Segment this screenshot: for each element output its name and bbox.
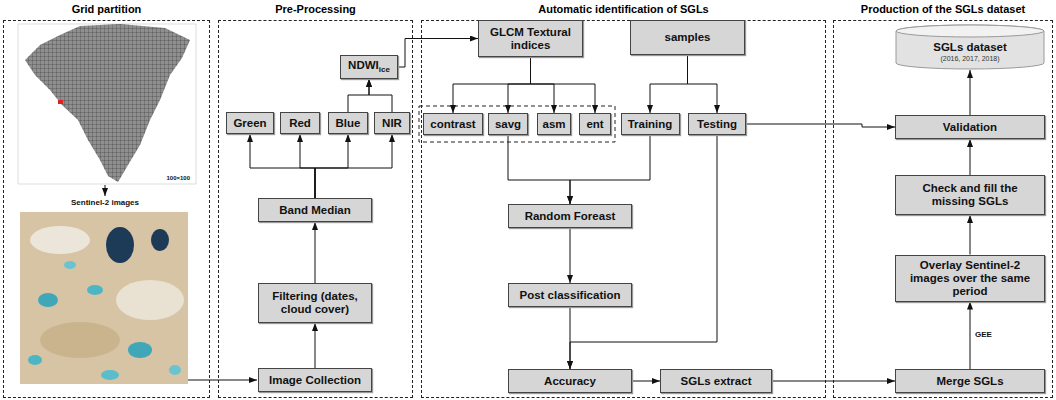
box-label: Image Collection [269,374,361,387]
process-box: Accuracy [508,369,632,393]
box-label: savg [495,118,521,131]
box-label: Accuracy [544,375,596,388]
flow-arrow [970,215,971,255]
process-box: Merge SGLs [895,369,1045,393]
dataset-title: SGLs dataset [933,41,1007,54]
box-label: Filtering (dates, cloud cover) [263,290,367,316]
flow-arrow [300,134,315,198]
process-box: Overlay Sentinel-2 images over the same … [895,255,1045,302]
dataset-years: (2016, 2017, 2018) [940,54,999,63]
box-label: Blue [336,117,361,130]
flow-arrow [315,323,316,368]
flow-arrow [570,135,717,369]
process-box: Band Median [258,198,372,222]
flow-arrow [570,228,571,283]
flow-arrow [531,57,596,113]
flow-arrow [650,55,688,113]
flow-arrow [315,134,348,198]
box-label: Training [628,118,673,131]
box-label: Overlay Sentinel-2 images over the same … [900,259,1040,298]
dashed-panel: Automatic identification of SGLsGLCM Tex… [421,0,826,398]
group-frame [419,106,615,142]
process-box: Red [280,112,320,134]
flow-arrow [688,55,718,113]
flow-arrow [398,39,478,68]
dashed-panel: Production of the SGLs datasetSGLs datas… [833,0,1053,398]
box-label: Random Foreast [525,210,616,223]
flow-arrow [632,381,660,382]
process-box: savg [488,113,528,135]
flow-arrow [369,79,392,112]
flow-arrow [188,380,257,381]
process-box: GLCM Textural indices [478,20,583,57]
process-box: asm [537,113,571,135]
dataset-cylinder: SGLs dataset(2016, 2017, 2018) [895,24,1045,70]
box-label: contrast [430,118,475,131]
flow-arrow [315,222,316,283]
process-box: Training [621,113,680,135]
process-box: NIR [374,112,410,134]
sentinel-2-image [20,212,188,384]
dashed-panel: Pre-ProcessingImage Collection Filtering … [218,0,413,398]
box-label: NIR [382,117,402,130]
box-label: Testing [697,118,737,131]
box-label: GLCM Textural indices [483,26,578,52]
edge-label: GEE [974,330,993,340]
process-box: contrast [423,113,483,135]
process-box: Random Foreast [508,204,632,228]
panel-heading: Production of the SGLs dataset [833,0,1053,18]
box-label: Band Median [279,204,351,217]
box-label: Green [233,117,266,130]
flow-arrow [746,124,895,127]
flow-arrow [453,57,531,113]
process-box: Check and fill the missing SGLs [895,175,1045,215]
process-box: Blue [328,112,368,134]
panel-heading: Automatic identification of SGLs [421,0,826,18]
process-box: SGLs extract [660,369,772,393]
box-label: Validation [943,121,997,134]
flow-arrow [531,57,555,113]
flow-arrow [348,79,369,112]
panel-frame [3,20,210,398]
box-label: Post classification [520,289,621,302]
box-label: ent [586,118,603,131]
index-subscript: ice [379,66,390,75]
flow-arrow [570,135,650,204]
box-label: Merge SGLs [936,375,1003,388]
panel-heading: Pre-Processing [218,0,413,18]
flow-arrow [970,70,971,115]
flow-arrow [508,135,570,204]
panel-heading: Grid partition [3,0,210,18]
process-box: ent [579,113,611,135]
process-box: Filtering (dates, cloud cover) [258,283,372,323]
process-box: Validation [895,115,1045,139]
index-name: NDWIice [348,59,390,74]
process-box: Post classification [508,283,632,307]
index-base: NDWI [348,59,379,71]
flow-arrow [970,139,971,175]
process-box: Image Collection [258,368,372,392]
flow-arrow [105,185,106,196]
image-caption: Sentinel-2 images [71,198,139,208]
process-box: Testing [688,113,746,135]
box-label: Check and fill the missing SGLs [900,182,1040,208]
flow-arrow [315,134,392,198]
box-label: SGLs extract [681,375,752,388]
flow-arrow [970,302,971,370]
box-label: samples [664,31,710,44]
grid-size-note: 100×100 [166,174,190,182]
box-label: asm [542,118,565,131]
process-box: NDWIice [340,55,398,79]
flow-arrow [508,57,531,113]
flow-arrow [250,134,315,198]
greenland-grid-map [18,24,196,184]
box-label: Red [289,117,311,130]
process-box: samples [630,20,745,55]
process-box: Green [226,112,274,134]
